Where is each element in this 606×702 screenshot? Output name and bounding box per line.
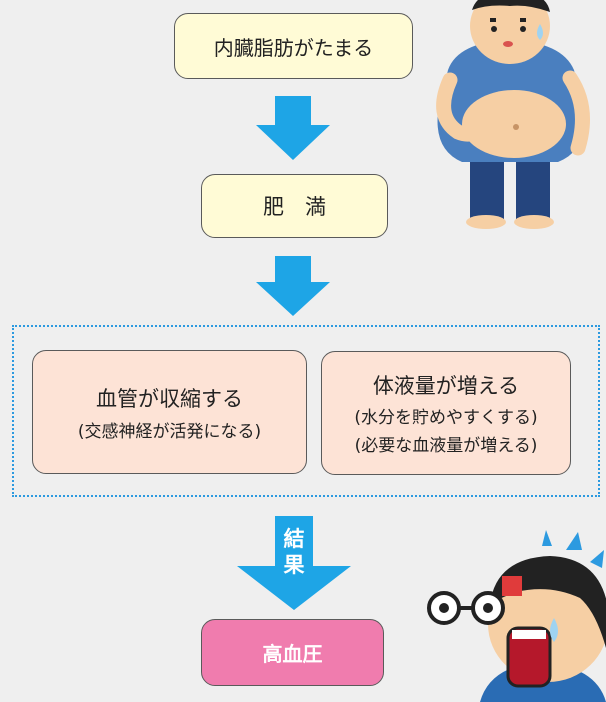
step-visceral-fat-text: 内臓脂肪がたまる [213, 35, 374, 60]
cause-fluid-volume-box: 体液量が増える (水分を貯めやすくする) (必要な血液量が増える) [321, 351, 571, 475]
cause-vasoconstriction-box: 血管が収縮する (交感神経が活発になる) [32, 350, 307, 474]
result-hypertension-text: 高血圧 [262, 642, 323, 666]
shocked-man-illustration [427, 530, 606, 702]
result-arrow [237, 516, 351, 610]
overweight-man-illustration [436, 0, 590, 229]
step-obesity-box: 肥 満 [201, 174, 388, 238]
down-arrow-1 [256, 96, 330, 160]
result-label-char-2: 果 [283, 553, 305, 577]
cause-left-line1: 血管が収縮する [96, 386, 243, 411]
result-label: 結 果 [278, 526, 310, 578]
result-hypertension-box: 高血圧 [201, 619, 384, 686]
cause-left-line2: (交感神経が活発になる) [77, 421, 262, 442]
result-label-char-1: 結 [283, 527, 305, 551]
cause-right-line3: (必要な血液量が増える) [354, 436, 538, 456]
cause-right-line1: 体液量が増える [372, 374, 520, 398]
step-visceral-fat-box: 内臓脂肪がたまる [174, 13, 413, 79]
step-obesity-text: 肥 満 [263, 195, 326, 219]
causes-group-frame [12, 325, 600, 497]
cause-right-line2: (水分を貯めやすくする) [354, 408, 538, 428]
down-arrow-2 [256, 256, 330, 316]
